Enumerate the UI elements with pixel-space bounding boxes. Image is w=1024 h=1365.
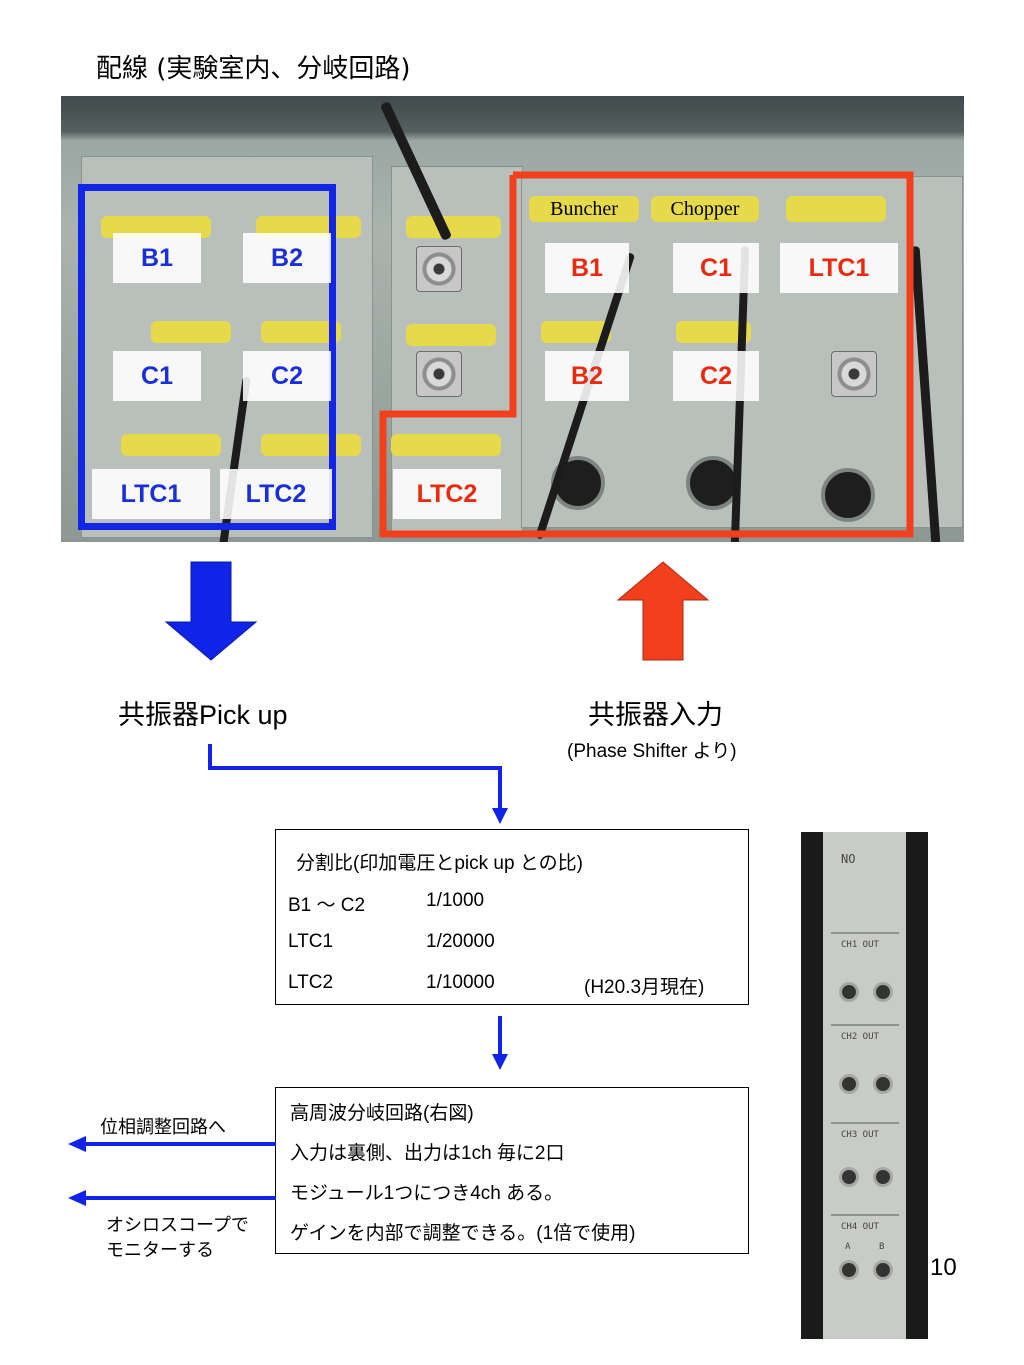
buncher-tag: Buncher	[529, 196, 639, 222]
yellow-tag	[406, 324, 496, 346]
yellow-tag	[151, 321, 231, 343]
module-photo: NO CH1 OUT CH2 OUT CH3 OUT CH4 OUT A B	[801, 832, 928, 1339]
module-connector	[839, 1260, 859, 1280]
label-c1-input: C1	[673, 243, 759, 293]
module-text: NO	[841, 852, 856, 866]
label-ltc2-input: LTC2	[393, 469, 501, 519]
yellow-tag	[676, 321, 751, 343]
yellow-tag	[391, 434, 501, 456]
label-ltc1-input: LTC1	[780, 243, 898, 293]
scope-output-label-1: オシロスコープで	[106, 1215, 249, 1236]
module-connector	[873, 1074, 893, 1094]
label-b2-input: B2	[545, 351, 629, 401]
branch-line: 高周波分岐回路(右図)	[290, 1103, 474, 1124]
ratio-row-note: (H20.3月現在)	[584, 977, 705, 998]
panel-hole	[686, 456, 740, 510]
module-connector	[839, 1167, 859, 1187]
label-c2-input: C2	[673, 351, 759, 401]
module-divider	[831, 1024, 899, 1026]
module-connector	[873, 1167, 893, 1187]
module-text: B	[879, 1242, 885, 1252]
ratio-row-value: 1/10000	[426, 972, 495, 993]
module-connector	[839, 982, 859, 1002]
scope-output-label-2: モニターする	[106, 1240, 214, 1261]
label-c1-pickup: C1	[113, 351, 201, 401]
ratio-row-name: LTC2	[288, 972, 334, 993]
yellow-tag	[541, 321, 611, 343]
label-b1-pickup: B1	[113, 233, 201, 283]
module-text: CH3 OUT	[841, 1130, 879, 1140]
module-connector	[873, 982, 893, 1002]
input-label: 共振器入力	[588, 700, 723, 730]
module-text: CH2 OUT	[841, 1032, 879, 1042]
ratio-row-name: B1 ～ C2	[288, 895, 366, 916]
panel-hole	[821, 468, 875, 522]
ratio-row-name: LTC1	[288, 931, 334, 952]
red-up-arrow	[616, 561, 710, 661]
yellow-tag	[121, 434, 221, 456]
yellow-tag	[101, 216, 211, 238]
label-b2-pickup: B2	[243, 233, 331, 283]
connector	[831, 351, 877, 397]
label-ltc2-pickup: LTC2	[220, 469, 332, 519]
yellow-tag	[406, 216, 501, 238]
blue-outline	[78, 184, 336, 530]
ratio-row-value: 1/20000	[426, 931, 495, 952]
module-text: CH4 OUT	[841, 1222, 879, 1232]
output-arrows	[68, 1136, 276, 1206]
phase-output-label: 位相調整回路へ	[100, 1117, 226, 1138]
flow-lines	[208, 744, 508, 1070]
yellow-tag	[261, 434, 361, 456]
connector	[416, 246, 462, 292]
branch-line: 入力は裏側、出力は1ch 毎に2口	[290, 1143, 565, 1164]
page-number: 10	[930, 1254, 957, 1281]
ratio-row-value: 1/1000	[426, 890, 485, 911]
module-divider	[831, 1122, 899, 1124]
yellow-tag	[261, 321, 341, 343]
module-divider	[831, 1214, 899, 1216]
input-sublabel: (Phase Shifter より)	[567, 741, 737, 762]
module-text: CH1 OUT	[841, 940, 879, 950]
blue-down-arrow	[164, 561, 258, 661]
page-title: 配線 (実験室内、分岐回路)	[96, 54, 411, 84]
module-divider	[831, 932, 899, 934]
connector	[416, 351, 462, 397]
red-outline	[379, 171, 914, 538]
label-c2-pickup: C2	[243, 351, 331, 401]
module-connector	[839, 1074, 859, 1094]
label-ltc1-pickup: LTC1	[92, 469, 210, 519]
module-text: A	[845, 1242, 851, 1252]
branch-box: 高周波分岐回路(右図) 入力は裏側、出力は1ch 毎に2口 モジュール1つにつき…	[275, 1087, 749, 1254]
chopper-tag: Chopper	[651, 196, 759, 222]
branch-line: モジュール1つにつき4ch ある。	[290, 1183, 564, 1204]
label-b1-input: B1	[545, 243, 629, 293]
module-connector	[873, 1260, 893, 1280]
branch-line: ゲインを内部で調整できる。(1倍で使用)	[290, 1223, 636, 1244]
ratio-heading: 分割比(印加電圧とpick up との比)	[296, 853, 583, 874]
pickup-label: 共振器Pick up	[118, 700, 288, 730]
yellow-tag	[786, 196, 886, 222]
ratio-box: 分割比(印加電圧とpick up との比) B1 ～ C2 1/1000 LTC…	[275, 829, 749, 1005]
